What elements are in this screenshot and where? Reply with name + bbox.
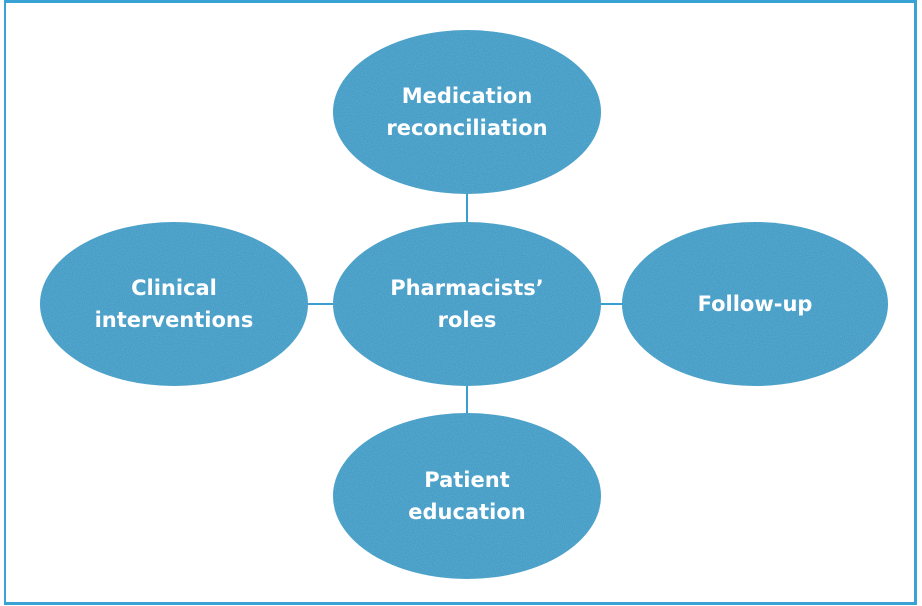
node-center-label-line: roles	[438, 308, 497, 332]
node-center-ellipse	[333, 222, 601, 386]
node-bottom: Patient education	[333, 413, 601, 579]
node-left: Clinical interventions	[40, 222, 308, 386]
node-top-label-line: Medication	[402, 84, 533, 108]
node-right-label-line: Follow-up	[698, 292, 813, 316]
node-left-label-line: Clinical	[131, 276, 217, 300]
node-bottom-label-line: education	[408, 500, 525, 524]
node-left-label-line: interventions	[95, 308, 254, 332]
node-left-ellipse	[40, 222, 308, 386]
node-top: Medication reconciliation	[333, 30, 601, 194]
node-center-label-line: Pharmacists’	[390, 276, 544, 300]
node-bottom-ellipse	[333, 413, 601, 579]
node-right: Follow-up	[622, 222, 888, 386]
node-top-label-line: reconciliation	[386, 116, 547, 140]
node-center: Pharmacists’ roles	[333, 222, 601, 386]
node-top-ellipse	[333, 30, 601, 194]
node-right-ellipse	[622, 222, 888, 386]
node-bottom-label-line: Patient	[424, 468, 509, 492]
